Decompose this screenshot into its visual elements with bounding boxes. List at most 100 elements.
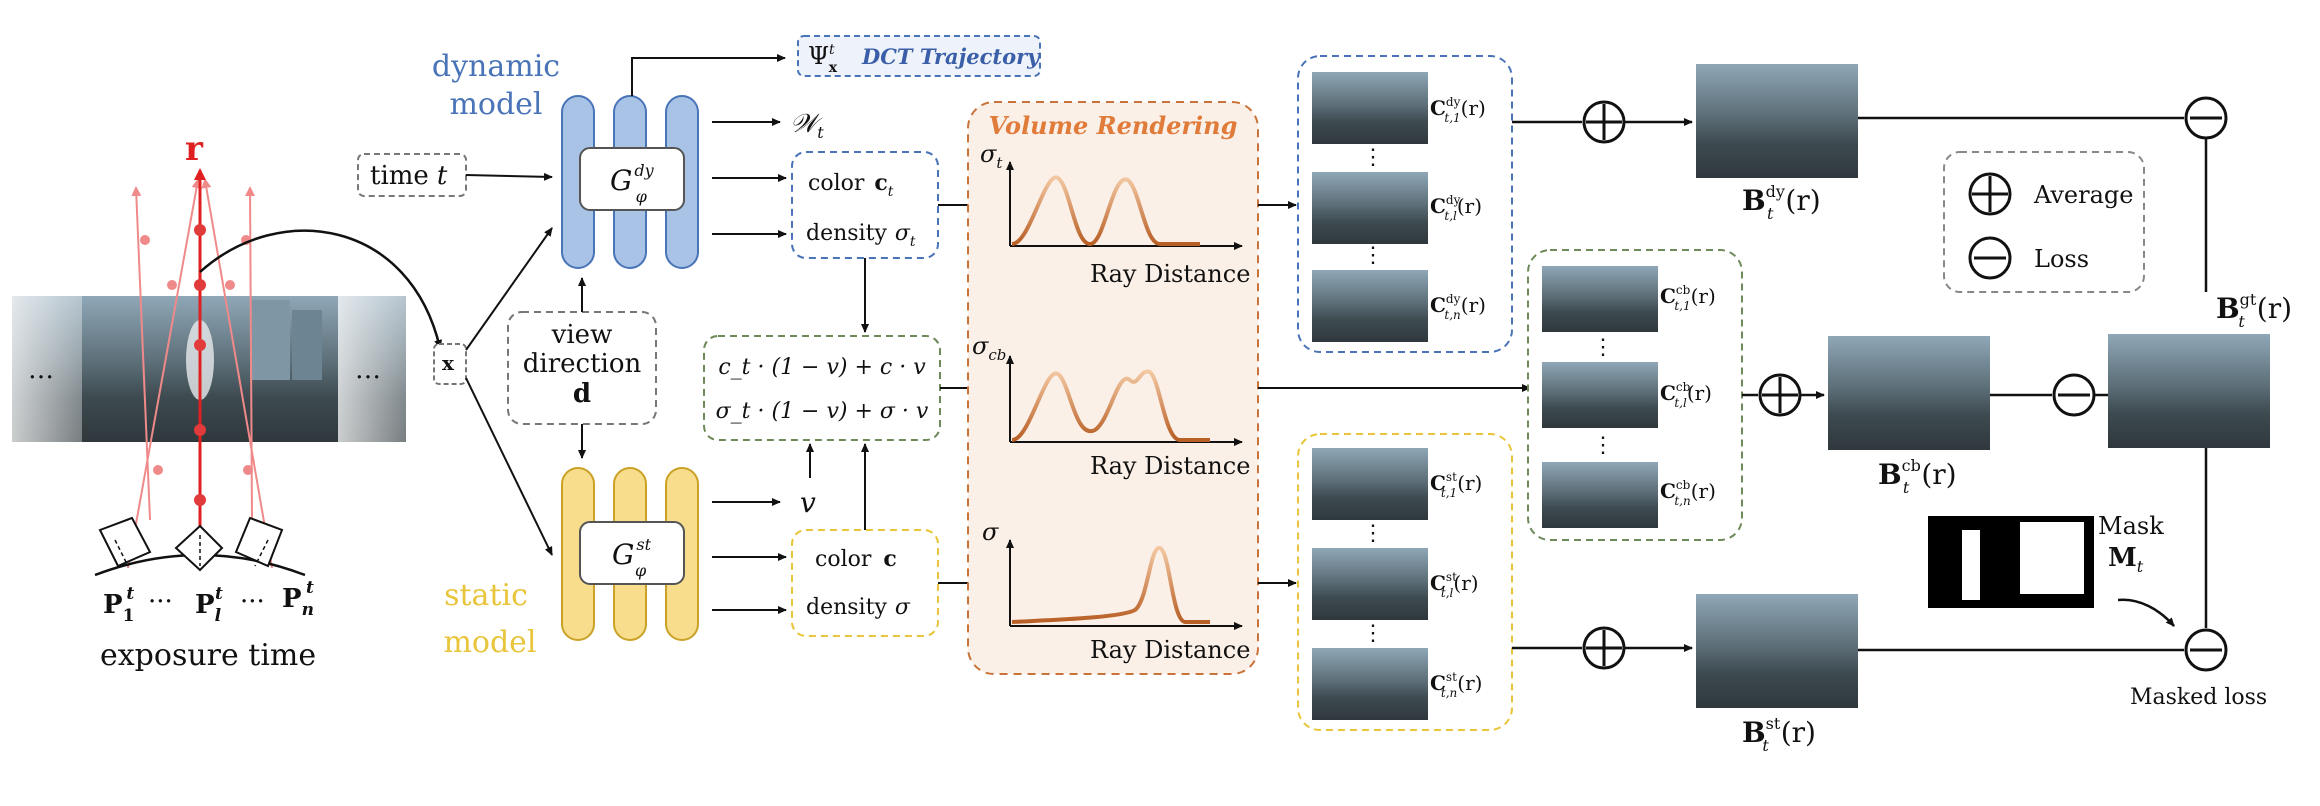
x-to-dynamic-arrow xyxy=(465,227,553,351)
plot1-density-curve xyxy=(1011,175,1200,247)
st-frame-l xyxy=(1312,548,1428,620)
camera-icon xyxy=(98,516,152,568)
frame-fade-right xyxy=(338,296,406,442)
volume-rendering-box xyxy=(967,101,1259,675)
mask-figure xyxy=(2020,522,2084,594)
frame-fade-left xyxy=(12,296,82,442)
exposure-time-caption: exposure time xyxy=(100,638,316,673)
loss-op-icon xyxy=(2052,373,2096,417)
legend-average-icon xyxy=(1968,172,2012,216)
pose-n: Pnt xyxy=(282,578,314,620)
mask-figure xyxy=(1962,530,1980,600)
dy-output-image xyxy=(1696,64,1858,178)
ray-sample-point xyxy=(194,279,206,291)
ray-sample-point xyxy=(153,465,163,475)
sample-to-x-arrow xyxy=(199,229,443,349)
mask-to-loss-arrow xyxy=(2117,598,2175,627)
ray-sample-point xyxy=(194,224,206,236)
plot1-ylabel: σt xyxy=(980,140,1003,172)
poses-dots: ··· xyxy=(148,587,173,617)
pose-l: Plt xyxy=(195,584,223,626)
cb-frame-1 xyxy=(1542,266,1658,332)
average-op-icon xyxy=(1758,373,1802,417)
dynamic-to-trajectory-arrow xyxy=(631,54,786,96)
ray-side xyxy=(131,186,151,521)
st-vdots: ⋮ xyxy=(1362,521,1384,546)
dct-trajectory-box xyxy=(797,35,1041,77)
cb-vdots: ⋮ xyxy=(1592,433,1614,458)
mask-symbol: Mt xyxy=(2108,543,2144,576)
plot2-ylabel: σcb xyxy=(972,332,1006,364)
ray-sample-points xyxy=(140,224,253,506)
loss-op-icon xyxy=(2184,96,2228,140)
cb-vdots: ⋮ xyxy=(1592,335,1614,360)
view-direction-line2: direction xyxy=(523,349,642,379)
average-op-icon xyxy=(1582,626,1626,670)
camera-section: … … r xyxy=(12,129,443,673)
legend-loss-icon xyxy=(1968,236,2012,280)
legend-average-label: Average xyxy=(2033,181,2133,209)
legend-loss-label: Loss xyxy=(2034,245,2089,273)
ray-side xyxy=(127,178,202,569)
static-model-title-2: model xyxy=(443,625,536,660)
ray-sample-point xyxy=(167,280,177,290)
position-input-label: x xyxy=(442,351,455,375)
mask-var-label: v xyxy=(800,486,816,519)
building-shape xyxy=(250,300,290,380)
poses-dots: ··· xyxy=(240,587,265,617)
masked-loss-label: Masked loss xyxy=(2130,685,2267,710)
plot3-density-curve xyxy=(1011,546,1210,624)
st-output-image xyxy=(1696,594,1858,708)
blend-density-formula: σ_t · (1 − v) + σ · v xyxy=(716,399,929,424)
building-shape xyxy=(292,310,322,380)
st-frame-n xyxy=(1312,648,1428,720)
gt-image xyxy=(2108,334,2270,448)
average-op-icon xyxy=(1582,100,1626,144)
dy-vdots: ⋮ xyxy=(1362,243,1384,268)
st-frame-1 xyxy=(1312,448,1428,520)
plot3-ylabel: σ xyxy=(982,518,999,546)
mask-label: Mask xyxy=(2098,512,2164,540)
ray-sample-point xyxy=(140,235,150,245)
blend-color-formula: c_t · (1 − v) + c · v xyxy=(718,355,926,380)
dy-frame-n xyxy=(1312,270,1428,342)
static-model-title-1: static xyxy=(444,578,528,613)
plot2-density-curve xyxy=(1011,369,1210,442)
x-to-static-arrow xyxy=(465,377,553,556)
plot3-xlabel: Ray Distance xyxy=(1090,636,1250,664)
ray-label: r xyxy=(185,129,204,169)
position-input-box xyxy=(433,343,467,385)
camera-frustums xyxy=(98,516,284,572)
ray-sample-point xyxy=(225,280,235,290)
dynamic-network-box xyxy=(579,147,685,211)
static-network-box xyxy=(579,521,685,585)
cb-frame-n xyxy=(1542,462,1658,528)
ray-sample-point xyxy=(194,494,206,506)
camera-dash xyxy=(254,539,269,567)
ray-side xyxy=(201,178,273,569)
volume-rendering-title: Volume Rendering xyxy=(989,111,1238,140)
dynamic-output-box xyxy=(791,151,939,259)
